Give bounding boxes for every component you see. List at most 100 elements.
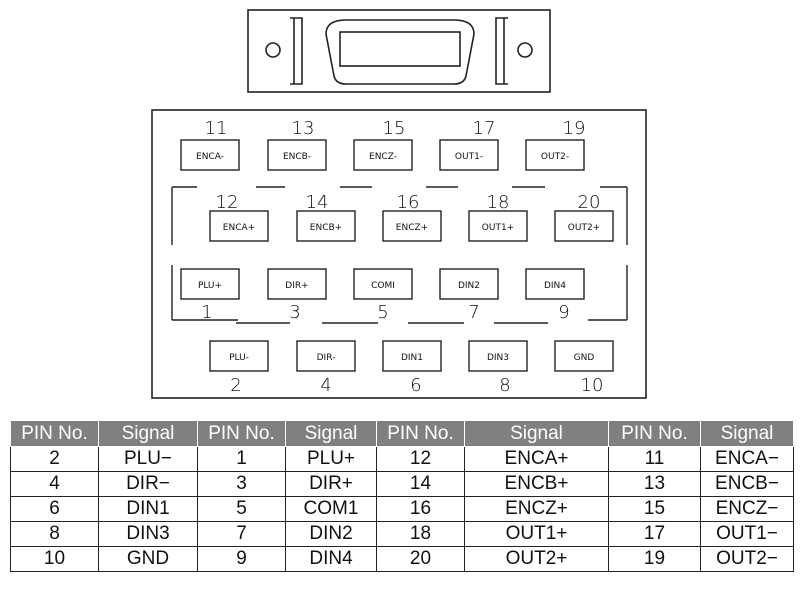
table-row: 6 DIN1 5 COM1 16 ENCZ+ 15 ENCZ− bbox=[10, 496, 794, 522]
connector-pinout-diagram: 11 ENCA- 13 ENCB- 15 ENCZ- 17 OUT1- 19 O… bbox=[151, 9, 647, 399]
pin-number: 14 bbox=[306, 192, 329, 213]
pin-number: 18 bbox=[487, 192, 510, 213]
pin-signal-label: ENCZ+ bbox=[396, 223, 428, 233]
pin-number: 3 bbox=[289, 302, 300, 323]
pin-number: 16 bbox=[397, 192, 420, 213]
pin-signal-label: DIR- bbox=[317, 353, 336, 363]
table-cell: 7 bbox=[197, 521, 286, 547]
table-row: 4 DIR− 3 DIR+ 14 ENCB+ 13 ENCB− bbox=[10, 471, 794, 497]
pin-signal-label: DIR+ bbox=[285, 281, 308, 291]
pin-signal-label: OUT1+ bbox=[482, 223, 514, 233]
pin-3: DIR+ 3 bbox=[267, 268, 327, 323]
pin-number: 7 bbox=[468, 302, 479, 323]
pin-signal-label: COMI bbox=[371, 281, 395, 291]
pin-diagram-frame bbox=[151, 109, 647, 399]
column-header: PIN No. bbox=[376, 420, 465, 447]
pin-signal-label: ENCB+ bbox=[310, 223, 342, 233]
row-divider-lines bbox=[171, 186, 628, 324]
table-cell: DIN1 bbox=[98, 496, 198, 522]
table-cell: 20 bbox=[376, 546, 465, 572]
table-cell: 18 bbox=[376, 521, 465, 547]
table-cell: OUT1+ bbox=[464, 521, 609, 547]
table-cell: 3 bbox=[197, 471, 286, 497]
table-cell: ENCB− bbox=[700, 471, 794, 497]
pin-signal-label: OUT1- bbox=[455, 152, 483, 162]
pin-signal-label: ENCA- bbox=[196, 152, 224, 162]
table-cell: 5 bbox=[197, 496, 286, 522]
table-cell: 17 bbox=[608, 521, 701, 547]
table-cell: DIN2 bbox=[285, 521, 377, 547]
table-cell: 8 bbox=[10, 521, 99, 547]
pin-number: 15 bbox=[383, 118, 406, 139]
table-cell: DIR− bbox=[98, 471, 198, 497]
table-cell: 12 bbox=[376, 446, 465, 472]
pin-number: 5 bbox=[377, 302, 388, 323]
table-cell: OUT1− bbox=[700, 521, 794, 547]
connector-outline bbox=[247, 9, 551, 93]
table-cell: OUT2− bbox=[700, 546, 794, 572]
table-header-row: PIN No. Signal PIN No. Signal PIN No. Si… bbox=[10, 420, 794, 447]
pin-15: 15 ENCZ- bbox=[353, 118, 413, 171]
pin-number: 10 bbox=[581, 375, 604, 396]
pin-number: 8 bbox=[499, 375, 510, 396]
table-row: 2 PLU− 1 PLU+ 12 ENCA+ 11 ENCA− bbox=[10, 446, 794, 472]
pin-4: DIR- 4 bbox=[296, 340, 356, 396]
pin-number: 20 bbox=[578, 192, 601, 213]
table-cell: OUT2+ bbox=[464, 546, 609, 572]
column-header: PIN No. bbox=[10, 420, 99, 447]
pin-6: DIN1 6 bbox=[382, 340, 442, 396]
table-cell: COM1 bbox=[285, 496, 377, 522]
table-cell: 15 bbox=[608, 496, 701, 522]
table-cell: 1 bbox=[197, 446, 286, 472]
pin-signal-label: ENCZ- bbox=[369, 152, 397, 162]
pin-number: 13 bbox=[292, 118, 315, 139]
pin-20: 20 OUT2+ bbox=[554, 192, 614, 242]
pin-11: 11 ENCA- bbox=[180, 118, 240, 171]
table-cell: ENCA− bbox=[700, 446, 794, 472]
table-cell: 11 bbox=[608, 446, 701, 472]
column-header: PIN No. bbox=[608, 420, 701, 447]
table-cell: DIR+ bbox=[285, 471, 377, 497]
pin-18: 18 OUT1+ bbox=[468, 192, 528, 242]
table-cell: 14 bbox=[376, 471, 465, 497]
column-header: Signal bbox=[700, 420, 794, 447]
table-cell: ENCZ− bbox=[700, 496, 794, 522]
column-header: Signal bbox=[285, 420, 377, 447]
column-header: PIN No. bbox=[197, 420, 286, 447]
pin-number: 12 bbox=[216, 192, 239, 213]
table-cell: ENCB+ bbox=[464, 471, 609, 497]
pin-signal-label: DIN2 bbox=[458, 281, 480, 291]
pin-number: 11 bbox=[205, 118, 228, 139]
column-header: Signal bbox=[98, 420, 198, 447]
table-cell: 13 bbox=[608, 471, 701, 497]
pin-number: 1 bbox=[201, 302, 212, 323]
table-cell: 2 bbox=[10, 446, 99, 472]
pin-signal-label: PLU- bbox=[229, 353, 249, 363]
pin-1: PLU+ 1 bbox=[180, 268, 240, 323]
pin-9: DIN4 9 bbox=[525, 268, 585, 323]
pin-signal-label: PLU+ bbox=[198, 281, 222, 291]
pin-signal-label: DIN3 bbox=[487, 353, 509, 363]
table-cell: PLU− bbox=[98, 446, 198, 472]
pin-12: 12 ENCA+ bbox=[209, 192, 269, 242]
table-cell: 10 bbox=[10, 546, 99, 572]
table-cell: DIN4 bbox=[285, 546, 377, 572]
table-cell: 6 bbox=[10, 496, 99, 522]
table-cell: PLU+ bbox=[285, 446, 377, 472]
table-cell: GND bbox=[98, 546, 198, 572]
table-cell: ENCA+ bbox=[464, 446, 609, 472]
table-cell: 9 bbox=[197, 546, 286, 572]
pin-signal-label: OUT2- bbox=[541, 152, 569, 162]
pin-number: 6 bbox=[410, 375, 421, 396]
pin-number: 4 bbox=[320, 375, 331, 396]
pin-2: PLU- 2 bbox=[209, 340, 269, 396]
pin-13: 13 ENCB- bbox=[267, 118, 327, 171]
pin-8: DIN3 8 bbox=[468, 340, 528, 396]
table-row: 10 GND 9 DIN4 20 OUT2+ 19 OUT2− bbox=[10, 546, 794, 572]
pin-number: 17 bbox=[473, 118, 496, 139]
pin-signal-label: GND bbox=[574, 353, 595, 363]
table-cell: 19 bbox=[608, 546, 701, 572]
pin-signal-label: ENCB- bbox=[283, 152, 311, 162]
pin-17: 17 OUT1- bbox=[439, 118, 499, 171]
table-row: 8 DIN3 7 DIN2 18 OUT1+ 17 OUT1− bbox=[10, 521, 794, 547]
